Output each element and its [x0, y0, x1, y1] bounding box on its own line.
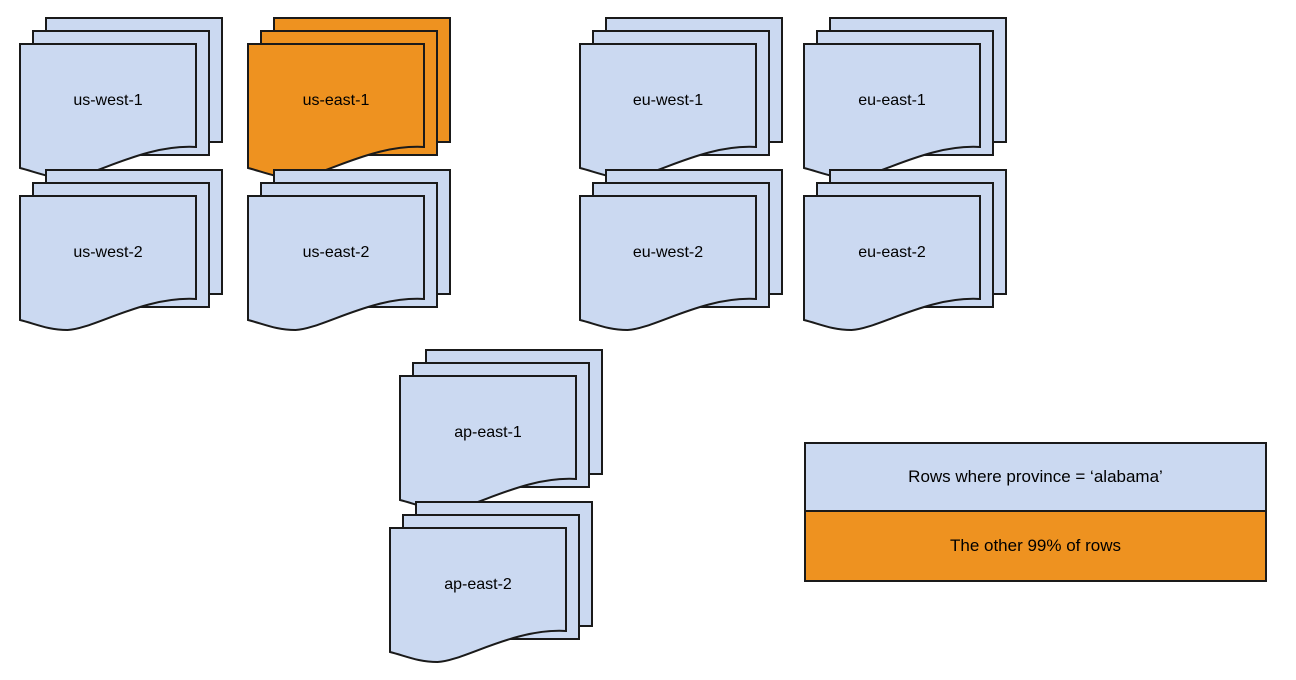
document-stack-eu-east-1[interactable]: [803, 17, 1007, 182]
document-stack-shape-eu-west-1: [579, 17, 783, 180]
document-stack-shape-eu-west-2: [579, 169, 783, 332]
document-stack-us-west-2[interactable]: [19, 169, 223, 334]
document-stack-shape-eu-east-1: [803, 17, 1007, 180]
document-stack-eu-west-2[interactable]: [579, 169, 783, 334]
legend-row-legend-orange: The other 99% of rows: [806, 512, 1265, 580]
document-sheet-front: [803, 43, 981, 180]
document-stack-us-west-1[interactable]: [19, 17, 223, 182]
document-stack-shape-ap-east-2: [389, 501, 593, 664]
document-stack-shape-us-west-2: [19, 169, 223, 332]
document-sheet-front: [247, 195, 425, 332]
document-stack-shape-us-east-2: [247, 169, 451, 332]
legend-row-legend-blue: Rows where province = ‘alabama’: [806, 444, 1265, 512]
document-stack-shape-us-east-1: [247, 17, 451, 180]
legend: Rows where province = ‘alabama’The other…: [804, 442, 1267, 582]
document-stack-ap-east-2[interactable]: [389, 501, 593, 666]
document-sheet-front: [389, 527, 567, 664]
document-stack-ap-east-1[interactable]: [399, 349, 603, 514]
document-stack-eu-east-2[interactable]: [803, 169, 1007, 334]
document-stack-us-east-1[interactable]: [247, 17, 451, 182]
document-sheet-front: [803, 195, 981, 332]
document-sheet-front: [579, 195, 757, 332]
document-stack-shape-ap-east-1: [399, 349, 603, 512]
document-stack-us-east-2[interactable]: [247, 169, 451, 334]
document-sheet-front: [399, 375, 577, 512]
document-stack-shape-eu-east-2: [803, 169, 1007, 332]
document-sheet-front: [247, 43, 425, 180]
document-sheet-front: [579, 43, 757, 180]
document-stack-shape-us-west-1: [19, 17, 223, 180]
document-stack-eu-west-1[interactable]: [579, 17, 783, 182]
document-sheet-front: [19, 195, 197, 332]
document-sheet-front: [19, 43, 197, 180]
